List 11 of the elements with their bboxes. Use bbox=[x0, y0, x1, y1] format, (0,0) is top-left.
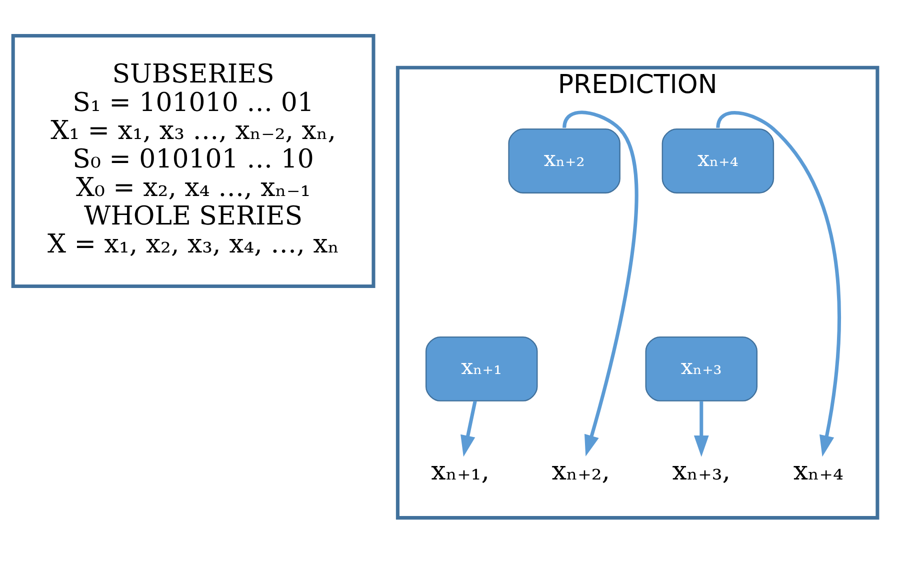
node-box: SUBSERIES S₁ = 101010 … 01 X₁ = x₁, x₃ …, xₙ₋₂, xₙ, S₀ = 010101 … 10 X₀ = x₂, x₄ …, xₙ₋₁ WHOLE SERIES X = x₁, x₂, x₃, x₄, …, xₙ bbox=[11, 33, 376, 288]
node-text: xₙ₊₂, bbox=[552, 456, 610, 486]
arrow bbox=[460, 400, 477, 456]
arrow bbox=[694, 400, 709, 456]
node-text: xₙ₊₄ bbox=[793, 456, 844, 486]
node-box: xₙ₊₂ bbox=[508, 128, 620, 193]
node-box: xₙ₊₃ bbox=[645, 336, 758, 401]
node-box: xₙ₊₁ bbox=[425, 336, 538, 401]
node-text: xₙ₊₁, bbox=[431, 456, 490, 486]
node-text: xₙ₊₃, bbox=[672, 456, 731, 486]
node-box: xₙ₊₄ bbox=[662, 128, 774, 193]
